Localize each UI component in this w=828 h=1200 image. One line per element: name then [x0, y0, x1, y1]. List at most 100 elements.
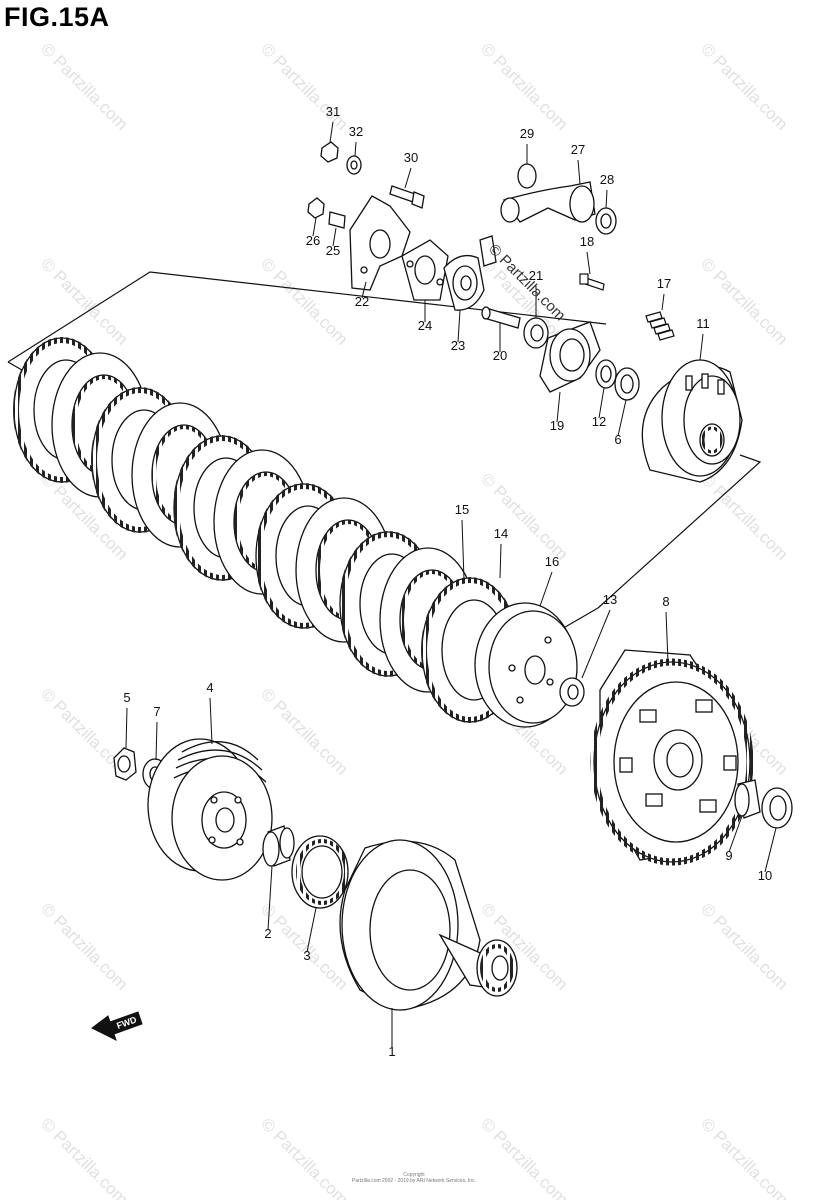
centrifugal-clutch — [147, 738, 273, 881]
callout-22: 22 — [355, 294, 369, 309]
callout-8: 8 — [662, 594, 669, 609]
callout-3: 3 — [303, 948, 310, 963]
release-circlip — [517, 163, 537, 189]
leader-lines — [125, 121, 777, 1048]
release-spring — [645, 311, 675, 341]
leader-line-10 — [764, 827, 777, 873]
callout-7: 7 — [153, 704, 160, 719]
release-bearing — [523, 317, 549, 349]
leader-line-14 — [499, 543, 502, 579]
cam-bolt — [389, 185, 425, 209]
leader-line-12 — [598, 387, 605, 419]
callout-10: 10 — [758, 868, 772, 883]
callout-13: 13 — [603, 592, 617, 607]
watermark-text: © Partzilla.com — [477, 39, 571, 133]
thrust-washer — [559, 677, 585, 707]
forward-arrow-icon: FWD — [91, 1011, 143, 1041]
watermark-text: © Partzilla.com — [697, 469, 791, 563]
copyright-notice: Copyright Partzilla.com 2002 - 2019 by A… — [0, 1172, 828, 1184]
release-cam — [443, 235, 497, 311]
callout-21: 21 — [529, 268, 543, 283]
release-arm — [500, 181, 596, 223]
watermark-text: © Partzilla.com — [697, 1114, 791, 1200]
watermark-text: © Partzilla.com — [37, 1114, 131, 1200]
watermark-text: © Partzilla.com — [477, 1114, 571, 1200]
callout-15: 15 — [455, 502, 469, 517]
watermark-text: © Partzilla.com — [697, 254, 791, 348]
watermark-text: © Partzilla.com — [477, 469, 571, 563]
bracket-stud — [328, 211, 346, 229]
watermark-text: © Partzilla.com — [257, 254, 351, 348]
needle-bearing — [262, 825, 295, 867]
callout-27: 27 — [571, 142, 585, 157]
leader-line-19 — [556, 391, 561, 423]
callout-19: 19 — [550, 418, 564, 433]
bracket-nut — [307, 197, 325, 219]
callout-29: 29 — [520, 126, 534, 141]
release-pin — [481, 306, 521, 329]
callout-4: 4 — [206, 680, 213, 695]
cam-nut — [320, 141, 339, 163]
leader-line-7 — [155, 721, 158, 761]
callout-32: 32 — [349, 124, 363, 139]
copyright-line-2: Partzilla.com 2002 - 2019 by ARI Network… — [352, 1178, 476, 1184]
callout-6: 6 — [614, 432, 621, 447]
centrifugal-nut — [113, 747, 137, 781]
watermark-text: © Partzilla.com — [257, 39, 351, 133]
callout-18: 18 — [580, 234, 594, 249]
leader-line-25 — [332, 227, 337, 247]
callout-11: 11 — [696, 316, 710, 331]
clutch-drum — [339, 839, 518, 1011]
release-screw — [579, 273, 605, 291]
callout-5: 5 — [123, 690, 130, 705]
housing-washer — [761, 787, 793, 829]
watermark-text: © Partzilla.com — [37, 39, 131, 133]
figure-title: FIG.15A — [4, 2, 110, 32]
callout-20: 20 — [493, 348, 507, 363]
clutch-housing — [590, 649, 754, 866]
watermark-text: © Partzilla.com — [257, 1114, 351, 1200]
housing-spacer — [734, 779, 761, 819]
leader-line-3 — [306, 907, 317, 953]
callout-31: 31 — [326, 104, 340, 119]
watermark-text: © Partzilla.com — [37, 899, 131, 993]
leader-line-22 — [361, 281, 367, 299]
watermark-text: © Partzilla.com — [697, 39, 791, 133]
callout-14: 14 — [494, 526, 508, 541]
leader-line-28 — [605, 189, 608, 209]
callout-12: 12 — [592, 414, 606, 429]
callout-9: 9 — [725, 848, 732, 863]
leader-line-17 — [661, 293, 665, 311]
callout-17: 17 — [657, 276, 671, 291]
callout-1: 1 — [388, 1044, 395, 1059]
clutch-plate-stack — [13, 337, 519, 723]
leader-line-13 — [581, 609, 611, 679]
watermark-text: © Partzilla.com — [257, 684, 351, 778]
leader-line-4 — [209, 697, 213, 745]
leader-line-32 — [354, 141, 357, 157]
one-way-clutch — [291, 835, 349, 909]
copyright-line-1: Copyright — [403, 1172, 425, 1178]
callout-24: 24 — [418, 318, 432, 333]
hub-bearing — [595, 359, 617, 389]
pressure-plate — [474, 602, 578, 728]
leader-line-27 — [577, 159, 581, 185]
release-plate — [539, 321, 601, 393]
leader-line-26 — [312, 217, 317, 237]
callout-23: 23 — [451, 338, 465, 353]
callout-26: 26 — [306, 233, 320, 248]
leader-line-5 — [125, 707, 128, 749]
release-plate-gasket — [401, 239, 449, 301]
release-bracket — [349, 195, 411, 291]
watermark-text: © Partzilla.com — [697, 899, 791, 993]
callout-30: 30 — [404, 150, 418, 165]
leader-line-6 — [617, 399, 627, 437]
callout-28: 28 — [600, 172, 614, 187]
callout-16: 16 — [545, 554, 559, 569]
leader-line-31 — [329, 121, 334, 143]
leader-line-30 — [404, 167, 412, 189]
leader-line-16 — [539, 571, 553, 607]
leader-line-8 — [665, 611, 669, 663]
watermark-text: © Partzilla.com — [257, 899, 351, 993]
